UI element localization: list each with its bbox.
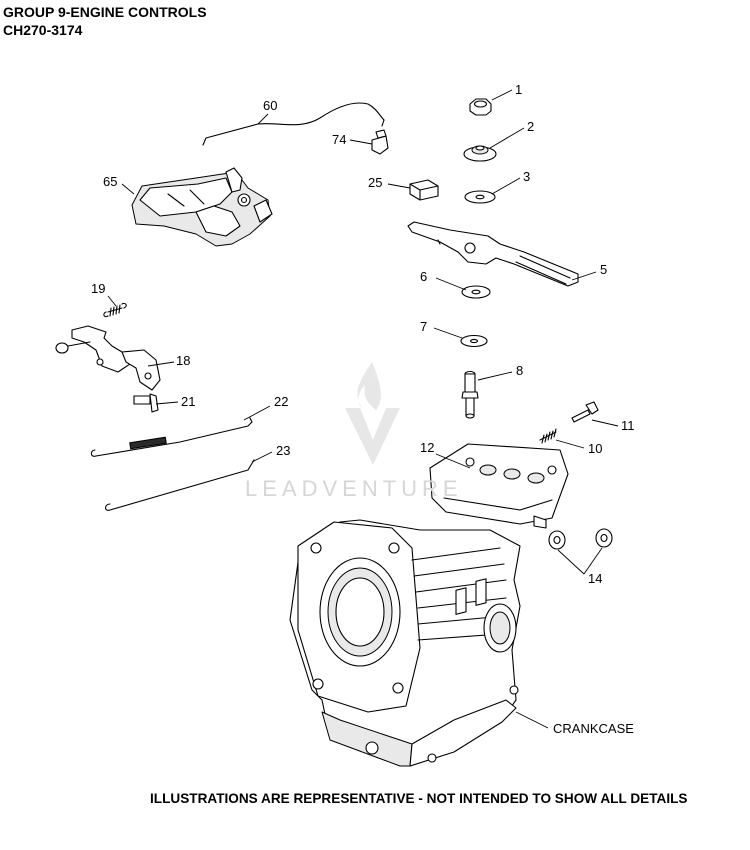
watermark-text: LEADVENTURE <box>245 476 463 501</box>
callout-60: 60 <box>263 98 277 113</box>
part-22-choke-rod <box>90 417 253 457</box>
callout-18: 18 <box>176 353 190 368</box>
part-14-washers <box>548 528 613 550</box>
callout-21: 21 <box>181 394 195 409</box>
part-11-bolt <box>571 401 599 423</box>
callout-25: 25 <box>368 175 382 190</box>
callout-crankcase: CRANKCASE <box>553 721 634 736</box>
callout-5: 5 <box>600 262 607 277</box>
callout-8: 8 <box>516 363 523 378</box>
part-3-washer <box>464 190 496 204</box>
callout-leaders <box>107 89 619 729</box>
part-1-nut <box>469 98 492 116</box>
part-2-flanged-washer <box>463 145 497 162</box>
callout-labels: 1 2 3 5 6 7 8 11 10 12 14 18 19 21 22 23… <box>91 82 635 736</box>
part-8-governor-shaft <box>461 370 479 419</box>
part-23-rod <box>104 459 255 511</box>
part-19-spring <box>103 302 127 318</box>
callout-2: 2 <box>527 119 534 134</box>
model-number: CH270-3174 <box>3 22 83 38</box>
part-crankcase <box>289 443 569 767</box>
watermark-logo-icon <box>345 362 400 465</box>
callout-10: 10 <box>588 441 602 456</box>
callout-23: 23 <box>276 443 290 458</box>
callout-3: 3 <box>523 169 530 184</box>
part-7-washer <box>460 334 488 348</box>
part-18-throttle-lever <box>55 325 161 391</box>
callout-65: 65 <box>103 174 117 189</box>
part-25-block <box>409 179 439 201</box>
part-65-control-bracket <box>131 167 273 247</box>
part-6-washer <box>461 285 491 299</box>
part-60-control-rod <box>202 102 385 146</box>
page-title: GROUP 9-ENGINE CONTROLS <box>3 4 207 20</box>
callout-6: 6 <box>420 269 427 284</box>
callout-1: 1 <box>515 82 522 97</box>
part-74-clip <box>371 129 389 155</box>
disclaimer-note: ILLUSTRATIONS ARE REPRESENTATIVE - NOT I… <box>150 791 688 806</box>
callout-12: 12 <box>420 440 434 455</box>
callout-74: 74 <box>332 132 346 147</box>
callout-22: 22 <box>274 394 288 409</box>
part-10-spring <box>539 428 557 444</box>
callout-7: 7 <box>420 319 427 334</box>
callout-11: 11 <box>621 418 635 433</box>
callout-14: 14 <box>588 571 602 586</box>
callout-19: 19 <box>91 281 105 296</box>
part-21-pin <box>133 393 159 413</box>
part-5-governor-lever <box>407 221 579 287</box>
